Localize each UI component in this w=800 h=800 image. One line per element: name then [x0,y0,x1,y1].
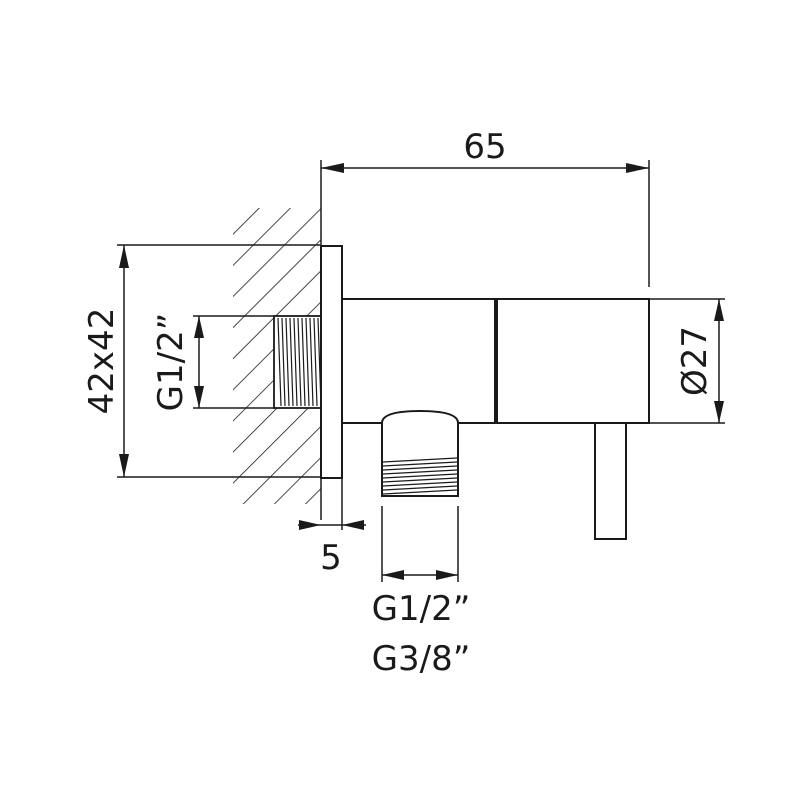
dim-inlet-thread: G1/2” [151,313,275,412]
valve-body [341,298,650,424]
thread-line [293,317,298,407]
valve-handle [594,422,627,540]
thread-line [277,317,282,407]
dim-total-length: 65 [320,127,650,287]
wall-flange [320,245,343,479]
label-inlet-thread: G1/2” [151,313,191,412]
inlet-thread [273,315,322,409]
dim-outlet-thread: G1/2” G3/8” [372,506,471,679]
label-total-length: 65 [463,127,506,167]
label-body-diameter: Ø27 [675,326,715,396]
thread-line [382,489,458,495]
thread-line [309,317,314,407]
thread-line [313,317,318,407]
thread-line [382,477,458,483]
thread-line [301,317,306,407]
dim-plate-thickness: 5 [298,478,366,578]
label-wall-plate: 42x42 [82,308,122,415]
label-outlet-thread-primary: G1/2” [372,589,471,629]
thread-line [297,317,302,407]
inlet-thread-lines [277,317,322,407]
thread-line [382,465,458,471]
thread-line [382,461,458,467]
thread-line [382,473,458,479]
thread-line [285,317,290,407]
thread-line [382,469,458,475]
thread-line [382,485,458,491]
outlet-spout [381,409,459,497]
dim-body-diameter: Ø27 [650,298,725,424]
outlet-thread-lines [382,457,458,495]
thread-line [281,317,286,407]
thread-line [382,481,458,487]
thread-line [382,457,458,463]
thread-line [305,317,310,407]
label-plate-thickness: 5 [320,538,342,578]
thread-line [289,317,294,407]
label-outlet-thread-alt: G3/8” [372,639,471,679]
dim-wall-plate: 42x42 [82,244,320,478]
